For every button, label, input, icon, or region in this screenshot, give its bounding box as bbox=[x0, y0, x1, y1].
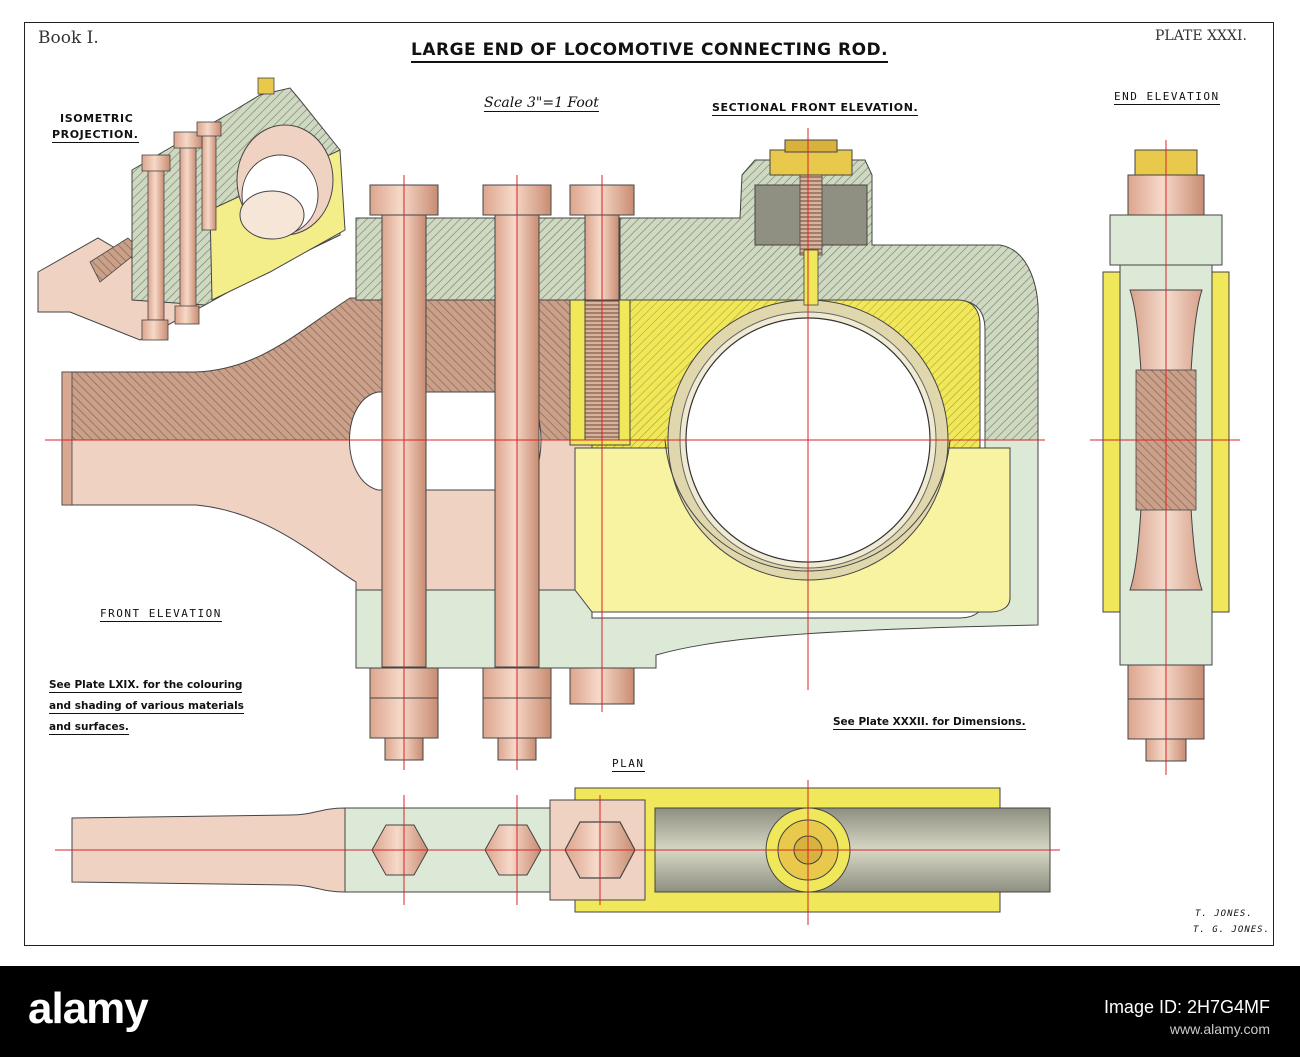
signature-line2: T. G. JONES. bbox=[1193, 925, 1271, 935]
site-url: www.alamy.com bbox=[1169, 1021, 1270, 1037]
center-lines bbox=[45, 128, 1240, 925]
watermark-bar bbox=[0, 966, 1300, 1057]
isometric-caption-line2: PROJECTION. bbox=[52, 128, 139, 143]
colouring-note-line2: and shading of various materials bbox=[49, 700, 244, 714]
plate-number: PLATE XXXI. bbox=[1155, 28, 1247, 44]
image-id: Image ID: 2H7G4MF bbox=[1103, 997, 1270, 1017]
front-elevation-caption: FRONT ELEVATION bbox=[100, 607, 222, 622]
alamy-logo: alamy bbox=[28, 984, 149, 1033]
scale-label: Scale 3"=1 Foot bbox=[484, 95, 599, 112]
end-elevation-caption: END ELEVATION bbox=[1114, 90, 1220, 105]
colouring-note-line3: and surfaces. bbox=[49, 721, 129, 735]
watermark-id: Image ID: 2H7G4MF www.alamy.com bbox=[1104, 996, 1270, 1040]
plan-caption: PLAN bbox=[612, 757, 645, 772]
plate-title: LARGE END OF LOCOMOTIVE CONNECTING ROD. bbox=[411, 40, 889, 63]
dimensions-note: See Plate XXXII. for Dimensions. bbox=[833, 716, 1026, 730]
book-label: Book I. bbox=[38, 28, 99, 48]
signature-line1: T. JONES. bbox=[1195, 909, 1253, 919]
isometric-caption-line1: ISOMETRIC bbox=[60, 112, 134, 125]
colouring-note-line1: See Plate LXIX. for the colouring bbox=[49, 679, 243, 693]
sectional-caption: SECTIONAL FRONT ELEVATION. bbox=[712, 101, 919, 116]
isometric-view bbox=[37, 77, 346, 341]
plate-border bbox=[24, 22, 1274, 946]
